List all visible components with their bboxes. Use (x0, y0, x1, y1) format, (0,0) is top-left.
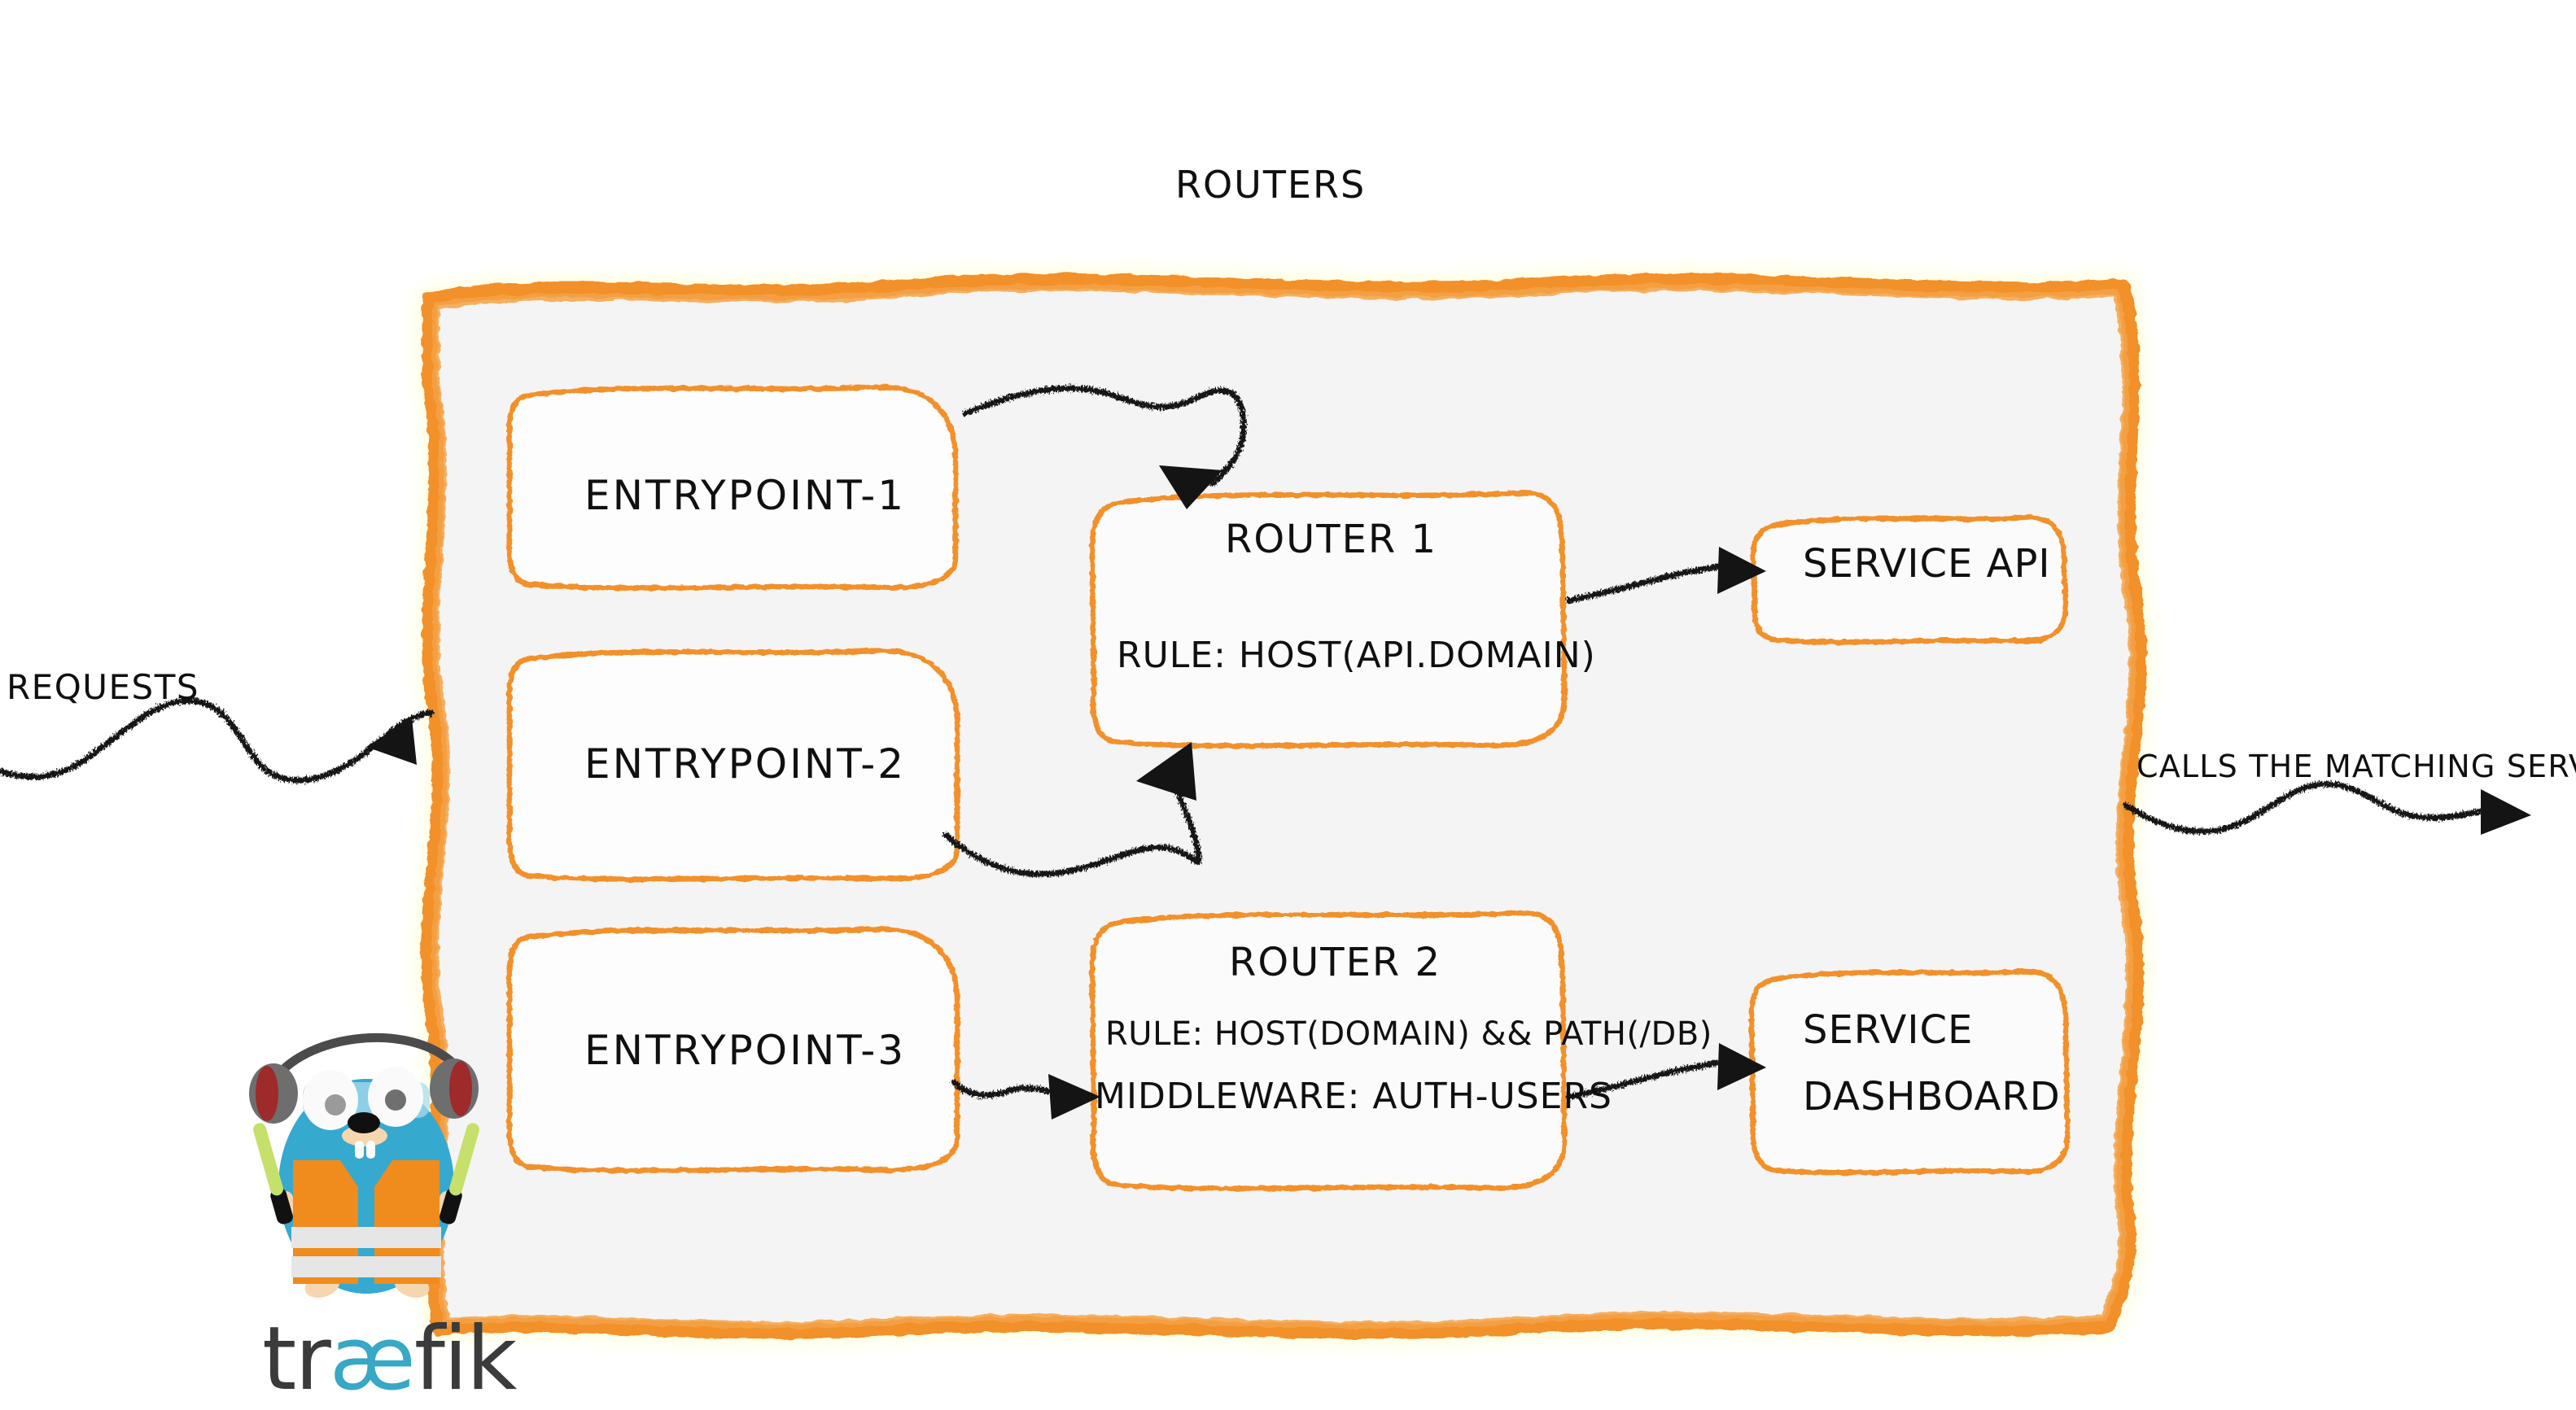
traefik-wordmark: træfik (262, 1308, 518, 1410)
arrow-router2-to-servicedashboard (1566, 1043, 1766, 1100)
requests-arrow (0, 697, 435, 784)
arrow-ep3-to-router2 (951, 1074, 1100, 1120)
router-2-rule: rule: Host(domain) && Path(/db) (1105, 1015, 1712, 1053)
requests-label: Requests (7, 667, 200, 707)
service-dashboard-box[interactable] (1748, 968, 2071, 1176)
calls-matching-server-label: Calls the matching server (2136, 749, 2576, 784)
router-2-title: Router 2 (1229, 940, 1442, 985)
calls-arrow (2123, 781, 2531, 835)
service-api-box[interactable] (1750, 514, 2069, 645)
entrypoint-3-label: entrypoint-3 (584, 1027, 907, 1074)
entrypoint-1-box[interactable] (506, 384, 959, 591)
entrypoint-3-box[interactable] (506, 926, 960, 1173)
router-1-box[interactable] (1089, 490, 1568, 749)
arrow-ep1-to-router1 (962, 385, 1247, 509)
router-2-box[interactable] (1089, 910, 1568, 1191)
router-1-title: Router 1 (1225, 517, 1438, 562)
service-api-label: Service API (1803, 541, 2051, 587)
entrypoint-2-box[interactable] (506, 648, 960, 882)
router-2-middleware: Middleware: auth-users (1095, 1076, 1612, 1117)
wordmark-part-3: fik (413, 1308, 518, 1410)
routers-panel-border (421, 273, 2147, 1339)
entrypoint-2-label: entrypoint-2 (584, 740, 907, 788)
arrow-ep2-to-router1 (942, 742, 1202, 877)
page-title: Routers (1175, 163, 1367, 207)
wordmark-ae-glyph: æ (329, 1308, 416, 1410)
router-1-rule: rule: Host(api.domain) (1117, 635, 1596, 676)
service-dashboard-label-line1: Service (1803, 1007, 1974, 1053)
entrypoint-1-label: entrypoint-1 (584, 472, 907, 519)
service-dashboard-label-line2: Dashboard (1803, 1074, 2061, 1120)
wordmark-part-1: tr (262, 1308, 331, 1410)
arrow-router1-to-serviceapi (1566, 547, 1766, 604)
